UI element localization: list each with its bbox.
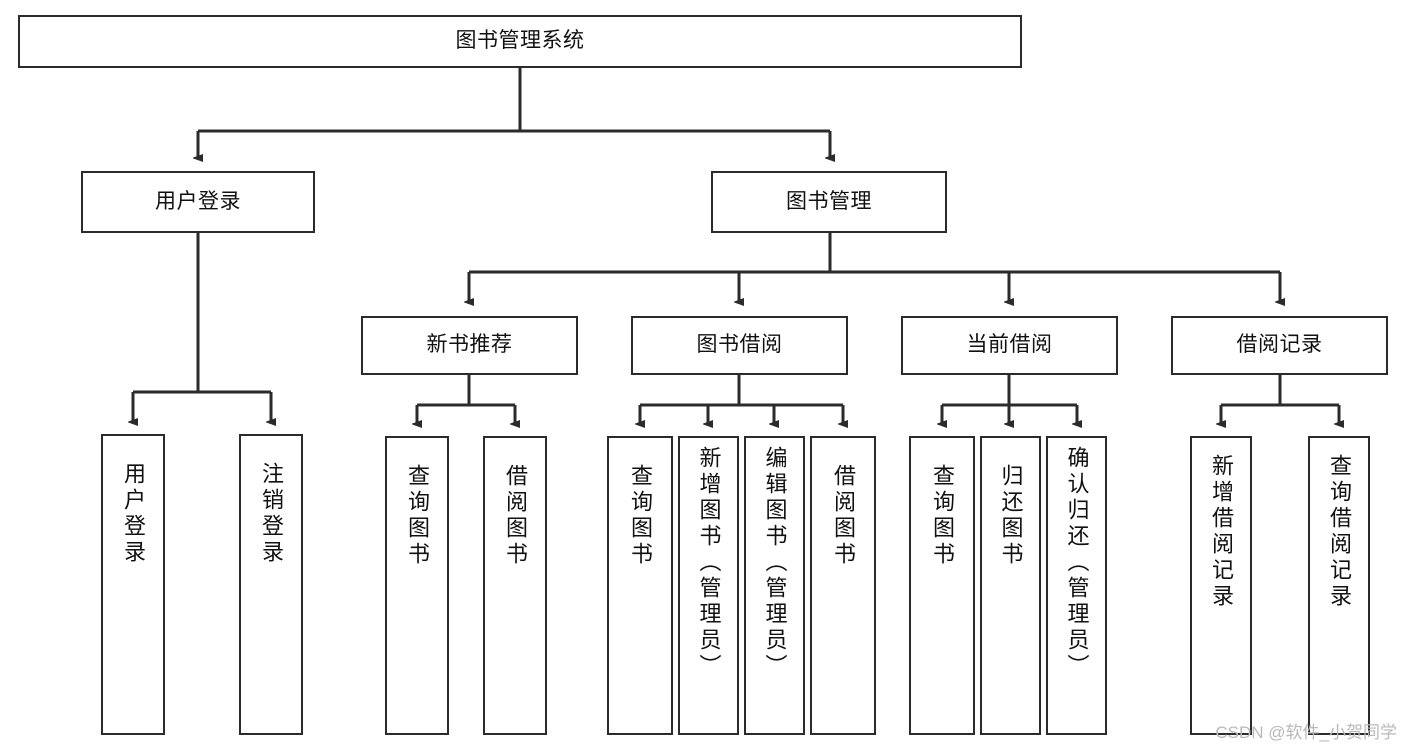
node-label: 借阅图书 (503, 464, 528, 568)
node-label: 查询图书 (628, 464, 653, 568)
leaf-borrow-record-add[interactable]: 新增借阅记录 (1190, 436, 1252, 735)
leaf-current-borrow-query[interactable]: 查询图书 (909, 436, 975, 735)
leaf-borrow-record-query[interactable]: 查询借阅记录 (1308, 436, 1370, 735)
node-label: 归还图书 (998, 464, 1024, 568)
leaf-new-book-borrow[interactable]: 借阅图书 (483, 436, 547, 735)
leaf-current-borrow-confirm[interactable]: 确认归还（管理员） (1046, 436, 1107, 735)
leaf-book-borrow-borrow[interactable]: 借阅图书 (810, 436, 876, 735)
node-book-borrow[interactable]: 图书借阅 (631, 316, 848, 375)
node-label: 新书推荐 (426, 333, 513, 357)
node-label: 查询图书 (930, 464, 955, 568)
node-label: 用户登录 (121, 462, 146, 566)
leaf-user-login-logout[interactable]: 注销登录 (239, 434, 303, 735)
leaf-user-login-login[interactable]: 用户登录 (101, 434, 165, 735)
node-label: 确认归还（管理员） (1064, 446, 1090, 680)
node-label: 用户登录 (155, 189, 241, 213)
node-label: 借阅记录 (1236, 333, 1323, 357)
node-book-management[interactable]: 图书管理 (711, 171, 947, 233)
node-current-borrow[interactable]: 当前借阅 (901, 316, 1118, 375)
node-label: 编辑图书（管理员） (762, 446, 788, 680)
leaf-current-borrow-return[interactable]: 归还图书 (980, 436, 1041, 735)
node-label: 查询图书 (405, 464, 430, 568)
watermark-text: CSDN @软件_小贺同学 (1215, 723, 1397, 742)
node-root-system[interactable]: 图书管理系统 (18, 15, 1022, 68)
node-label: 借阅图书 (831, 464, 856, 568)
node-new-book-recommend[interactable]: 新书推荐 (361, 316, 578, 375)
leaf-book-borrow-query[interactable]: 查询图书 (607, 436, 673, 735)
leaf-book-borrow-edit[interactable]: 编辑图书（管理员） (744, 436, 805, 735)
node-label: 注销登录 (259, 462, 284, 566)
node-label: 新增图书（管理员） (696, 446, 722, 680)
node-label: 图书管理 (786, 189, 872, 213)
node-borrow-record[interactable]: 借阅记录 (1171, 316, 1388, 375)
node-label: 图书借阅 (696, 333, 783, 357)
node-label: 当前借阅 (966, 333, 1053, 357)
node-user-login[interactable]: 用户登录 (81, 171, 315, 233)
node-label: 图书管理系统 (455, 29, 585, 53)
node-label: 新增借阅记录 (1209, 454, 1234, 610)
leaf-new-book-query[interactable]: 查询图书 (385, 436, 449, 735)
node-label: 查询借阅记录 (1327, 454, 1352, 610)
leaf-book-borrow-add[interactable]: 新增图书（管理员） (678, 436, 739, 735)
